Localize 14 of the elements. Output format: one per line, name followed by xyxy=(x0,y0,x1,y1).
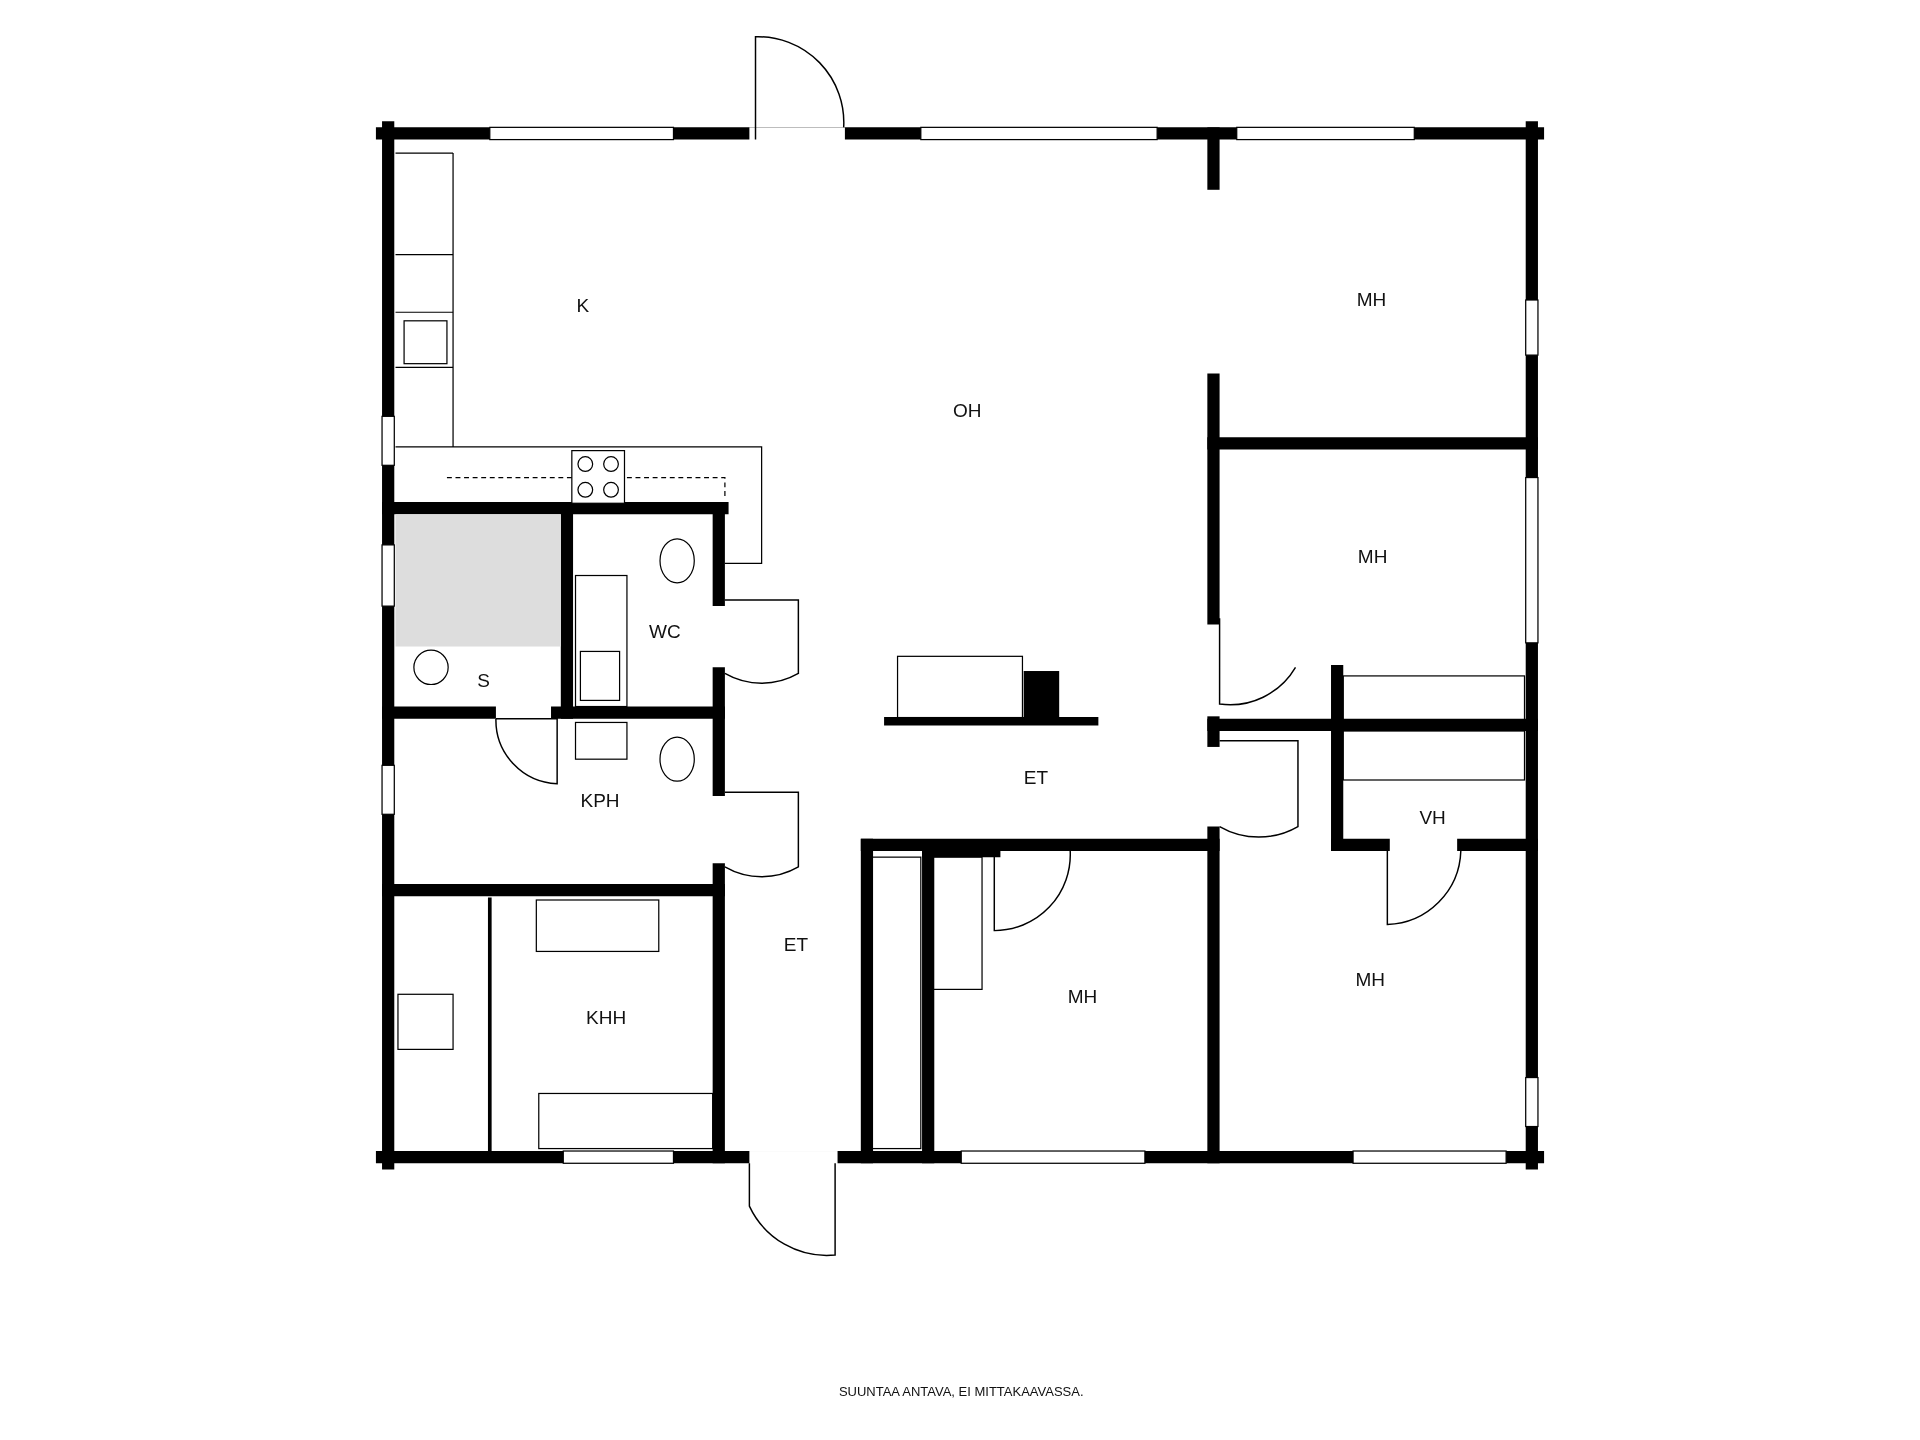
room-label: ET xyxy=(1023,766,1049,789)
room-label: ET xyxy=(783,934,809,957)
room-label: OH xyxy=(953,400,982,423)
room-label: S xyxy=(477,669,490,692)
room-label: MH xyxy=(1355,968,1385,991)
room-label: K xyxy=(576,295,590,318)
room-label: KPH xyxy=(580,789,620,812)
room-label: KHH xyxy=(586,1006,627,1029)
caption: SUUNTAA ANTAVA, EI MITTAKAAVASSA. xyxy=(838,1383,1084,1399)
room-label: MH xyxy=(1067,985,1098,1008)
room-label: MH xyxy=(1357,546,1388,569)
room-label: WC xyxy=(649,620,681,643)
room-label: MH xyxy=(1356,289,1387,311)
room-label: VH xyxy=(1419,806,1446,829)
